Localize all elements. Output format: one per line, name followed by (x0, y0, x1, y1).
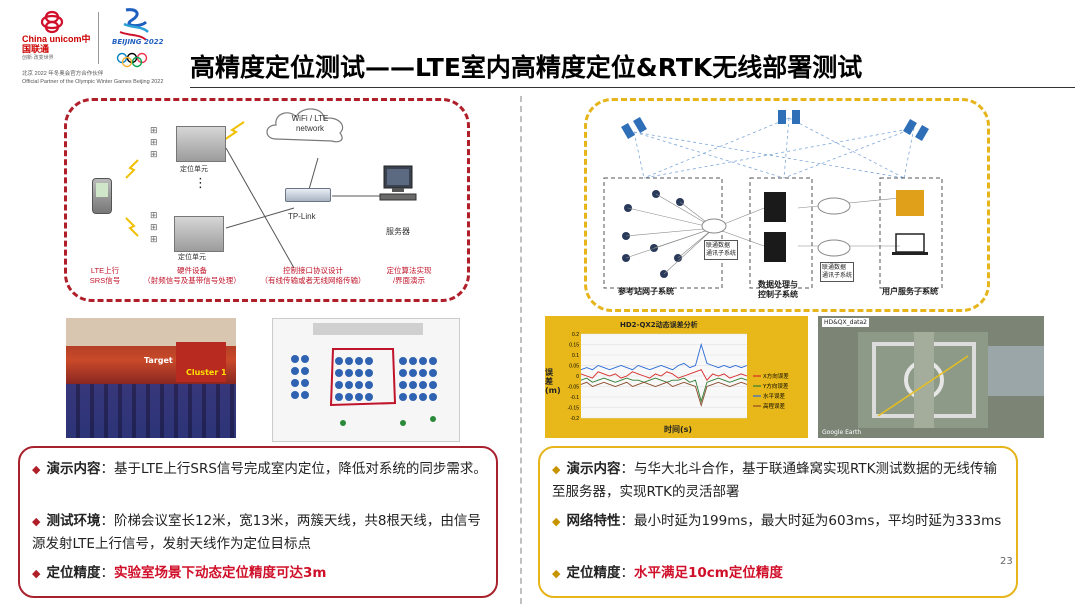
item-label: 定位精度 (566, 565, 620, 581)
diamond-bullet-icon: ◆ (32, 567, 40, 580)
chart-title: HD2-QX2动态误差分析 (620, 320, 698, 330)
data-processing-label: 数据处理与 控制子系统 (748, 280, 808, 300)
page-number: 23 (1000, 556, 1013, 567)
target-label: Target (144, 356, 173, 365)
item-label: 演示内容 (566, 461, 620, 477)
item-sep: ： (620, 565, 634, 581)
satellite-map: HD&QX_data2 Google Earth (818, 316, 1044, 438)
y-tick-label: -0.05 (568, 385, 580, 391)
router-label: TP-Link (288, 212, 316, 221)
item-highlight: 水平满足10cm定位精度 (634, 565, 783, 581)
cloud-label: WiFi / LTE network (284, 114, 336, 134)
y-tick-label: 0.05 (569, 364, 579, 370)
center-divider (520, 96, 522, 604)
diamond-bullet-icon: ◆ (552, 567, 560, 580)
summary-item-env: ◆测试环境：阶梯会议室长12米，宽13米，两簇天线，共8根天线，由信号源发射LT… (32, 510, 488, 556)
seating-plan (272, 318, 460, 442)
partner-text: 北京 2022 年冬奥会官方合作伙伴 Official Partner of t… (22, 70, 163, 86)
ellipsis: ⋮ (194, 176, 207, 191)
communication-label: 联通数据 通讯子系统 (704, 240, 738, 260)
summary-item-accuracy: ◆ 定位精度：实验室场景下动态定位精度可达3m (32, 562, 488, 585)
legend-label: 水平误差 (763, 392, 786, 400)
lecture-hall-photo: Target Cluster 1 (66, 318, 236, 438)
item-label: 测试环境 (46, 513, 100, 529)
antenna-icons-top: ⊞⊞⊞ (150, 125, 158, 161)
phone-icon (92, 178, 112, 214)
item-label: 定位精度 (46, 565, 100, 581)
positioning-unit-top (176, 126, 226, 162)
diamond-bullet-icon: ◆ (32, 515, 40, 528)
y-tick-label: 0.15 (569, 343, 579, 349)
y-tick-label: -0.2 (570, 416, 579, 422)
item-label: 网络特性 (566, 513, 620, 529)
summary-item-demo: ◆ 演示内容：基于LTE上行SRS信号完成室内定位，降低对系统的同步需求。 (32, 458, 488, 481)
item-text: 最小时延为199ms，最大时延为603ms，平均时延为333ms (634, 513, 1001, 529)
beijing-2022-emblem (106, 6, 162, 68)
item-sep: ： (100, 461, 114, 477)
unit-label-bottom: 定位单元 (178, 252, 206, 262)
server-computer-icon (378, 164, 418, 204)
caption-srs: LTE上行 SRS信号 (78, 266, 132, 286)
item-text: 基于LTE上行SRS信号完成室内定位，降低对系统的同步需求。 (114, 461, 487, 477)
summary-item-network: ◆ 网络特性：最小时延为199ms，最大时延为603ms，平均时延为333ms (552, 510, 1008, 533)
server-label: 服务器 (386, 226, 410, 237)
partner-en: Official Partner of the Olympic Winter G… (22, 78, 163, 86)
y-tick-label: 0 (576, 374, 579, 380)
antenna-icons-bottom: ⊞⊞⊞ (150, 210, 158, 246)
item-highlight: 实验室场景下动态定位精度可达3m (114, 565, 326, 581)
map-footer: Google Earth (822, 429, 861, 436)
reference-station-label: 参考站网子系统 (618, 286, 674, 297)
diamond-bullet-icon: ◆ (552, 463, 560, 476)
item-sep: ： (620, 513, 634, 529)
item-label: 演示内容 (46, 461, 100, 477)
diamond-bullet-icon: ◆ (552, 515, 560, 528)
cluster-label: Cluster 1 (186, 368, 227, 377)
caption-hardware: 硬件设备 （射频信号及基带信号处理） (136, 266, 248, 286)
chart-svg: 0.2 0.15 0.1 0.05 0 -0.05 -0.1 -0.15 -0.2 X方向误差 Y方… (545, 316, 808, 438)
legend-label: Y方向误差 (762, 382, 789, 390)
diamond-bullet-icon: ◆ (32, 463, 40, 476)
caption-interface: 控制接口协议设计 （有线传输或者无线网络传输） (252, 266, 374, 286)
legend-label: 高程误差 (763, 402, 786, 410)
summary-item-demo: ◆演示内容：与华大北斗合作，基于联通蜂窝实现RTK测试数据的无线传输至服务器，实… (552, 458, 1008, 504)
item-sep: ： (100, 565, 114, 581)
caption-algorithm: 定位算法实现 /界面演示 (378, 266, 440, 286)
chart-ylabel: 误差(m) (545, 368, 559, 395)
brand-name: China unicom中国联通 (22, 34, 98, 54)
title-underline (190, 87, 1075, 88)
communication-label-2: 联通数据 通讯子系统 (820, 262, 854, 282)
tplink-router-icon (285, 188, 331, 202)
chart-xlabel: 时间(s) (664, 424, 692, 435)
legend-label: X方向误差 (763, 372, 789, 380)
rtk-summary-box: ◆演示内容：与华大北斗合作，基于联通蜂窝实现RTK测试数据的无线传输至服务器，实… (538, 446, 1018, 598)
lte-summary-box: ◆演示内容：基于LTE上行SRS信号完成室内定位，降低对系统的同步需求。 ◆测试… (18, 446, 498, 598)
positioning-unit-bottom (174, 216, 224, 252)
user-service-label: 用户服务子系统 (882, 286, 938, 297)
item-sep: ： (620, 461, 634, 477)
header-divider (98, 12, 99, 64)
summary-item-accuracy: ◆ 定位精度：水平满足10cm定位精度 (552, 562, 1008, 585)
unit-label-top: 定位单元 (180, 164, 208, 174)
olympic-label: BEIJING 2022 (112, 38, 163, 46)
map-title: HD&QX_data2 (822, 318, 869, 327)
partner-cn: 北京 2022 年冬奥会官方合作伙伴 (22, 70, 163, 78)
item-sep: ： (100, 513, 114, 529)
y-tick-label: -0.15 (568, 406, 580, 412)
brand-slogan: 创新·改变世界 (22, 54, 54, 61)
y-tick-label: 0.2 (572, 332, 579, 338)
y-tick-label: 0.1 (572, 353, 579, 359)
page-title: 高精度定位测试——LTE室内高精度定位&RTK无线部署测试 (190, 50, 950, 86)
y-tick-label: -0.1 (570, 395, 579, 401)
error-analysis-chart: 0.2 0.15 0.1 0.05 0 -0.05 -0.1 -0.15 -0.2 X方向误差 Y方… (545, 316, 808, 438)
